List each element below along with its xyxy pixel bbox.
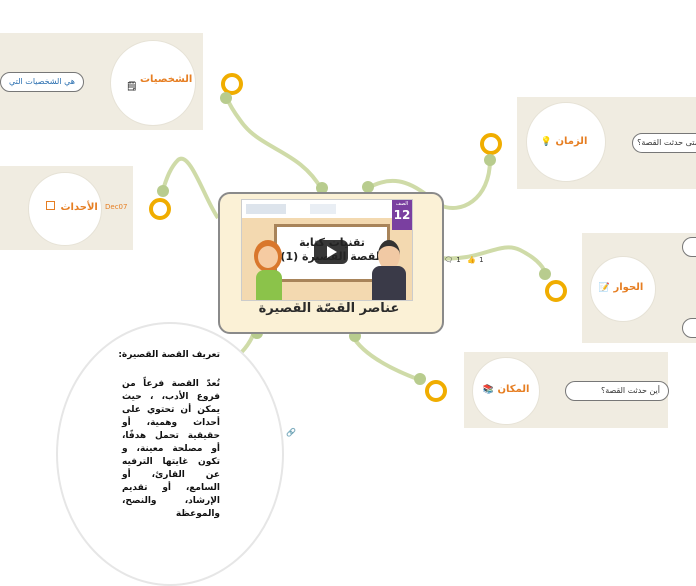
play-icon — [327, 246, 337, 258]
expand-toggle-characters[interactable] — [221, 73, 243, 95]
central-title: عناصر القصّة القصيرة — [258, 301, 400, 316]
books-icon: 📚 — [482, 385, 494, 395]
connector-dot — [414, 373, 426, 385]
expand-toggle-dialogue[interactable] — [545, 280, 567, 302]
notepad-icon: 📝 — [598, 283, 610, 293]
dialogue-label-wrap[interactable]: الحوار 📝 — [598, 282, 644, 293]
link-icon[interactable]: 🔗 — [286, 428, 296, 437]
time-label-wrap[interactable]: الزمان 💡 — [540, 136, 588, 147]
expand-toggle-place[interactable] — [425, 380, 447, 402]
characters-label[interactable]: الشخصيات — [140, 74, 193, 85]
connector-dot — [539, 268, 551, 280]
video-thumbnail[interactable]: الصف 12 تقنيات كتابة القصة القصيرة (1) — [241, 199, 413, 301]
events-date: Dec07 — [105, 203, 128, 211]
boy-character-face — [378, 240, 400, 270]
brand-logo — [310, 204, 336, 214]
like-icon[interactable]: 👍 — [466, 256, 476, 264]
definition-body: تُعدّ القصة فرعاً من فروع الأدب، ، حيث ي… — [122, 379, 220, 519]
connector-dot — [220, 92, 232, 104]
dialogue-topic[interactable] — [590, 256, 656, 322]
comment-icon[interactable]: 🗨 — [444, 256, 453, 264]
events-label: الأحداث — [60, 202, 98, 213]
dialogue-subtopic-1[interactable] — [682, 237, 696, 257]
place-subtopic[interactable]: أين حدثت القصة؟ — [565, 381, 669, 401]
logo-strip — [246, 204, 286, 214]
time-subtopic[interactable]: متى حدثت القصة؟ — [632, 133, 696, 153]
definition-title: تعريف القصة القصيرة: — [118, 350, 220, 360]
connector-dot — [316, 182, 328, 194]
comments-count: 1 — [456, 256, 461, 264]
expand-toggle-events[interactable] — [149, 198, 171, 220]
connector-dot — [157, 185, 169, 197]
characters-subtopic[interactable]: هي الشخصيات التي — [0, 72, 84, 92]
place-label-wrap[interactable]: المكان 📚 — [482, 384, 530, 395]
play-button[interactable] — [314, 240, 348, 264]
grade-badge: الصف 12 — [392, 200, 412, 230]
time-label: الزمان — [555, 136, 588, 147]
girl-character-face — [258, 246, 278, 268]
events-label-wrap[interactable]: الأحداث — [46, 201, 98, 213]
grade-number: 12 — [393, 208, 411, 222]
dialogue-subtopic-2[interactable] — [682, 318, 696, 338]
events-topic[interactable] — [28, 172, 102, 246]
likes-count: 1 — [479, 256, 484, 264]
checkbox-icon — [46, 201, 55, 210]
boy-character-body — [372, 266, 406, 300]
characters-topic[interactable] — [110, 40, 196, 126]
dialogue-label: الحوار — [613, 282, 644, 293]
place-topic[interactable] — [472, 357, 540, 425]
lightbulb-icon: 💡 — [540, 137, 552, 147]
grade-label: الصف — [395, 201, 409, 207]
characters-icon: 🗒 — [126, 82, 138, 92]
place-label: المكان — [497, 384, 530, 395]
expand-toggle-time[interactable] — [480, 133, 502, 155]
girl-character-body — [256, 270, 282, 300]
connector-dot — [484, 154, 496, 166]
time-topic[interactable] — [526, 102, 606, 182]
engagement-counters: 🗨 1 👍 1 — [444, 255, 484, 265]
connector-dot — [362, 181, 374, 193]
